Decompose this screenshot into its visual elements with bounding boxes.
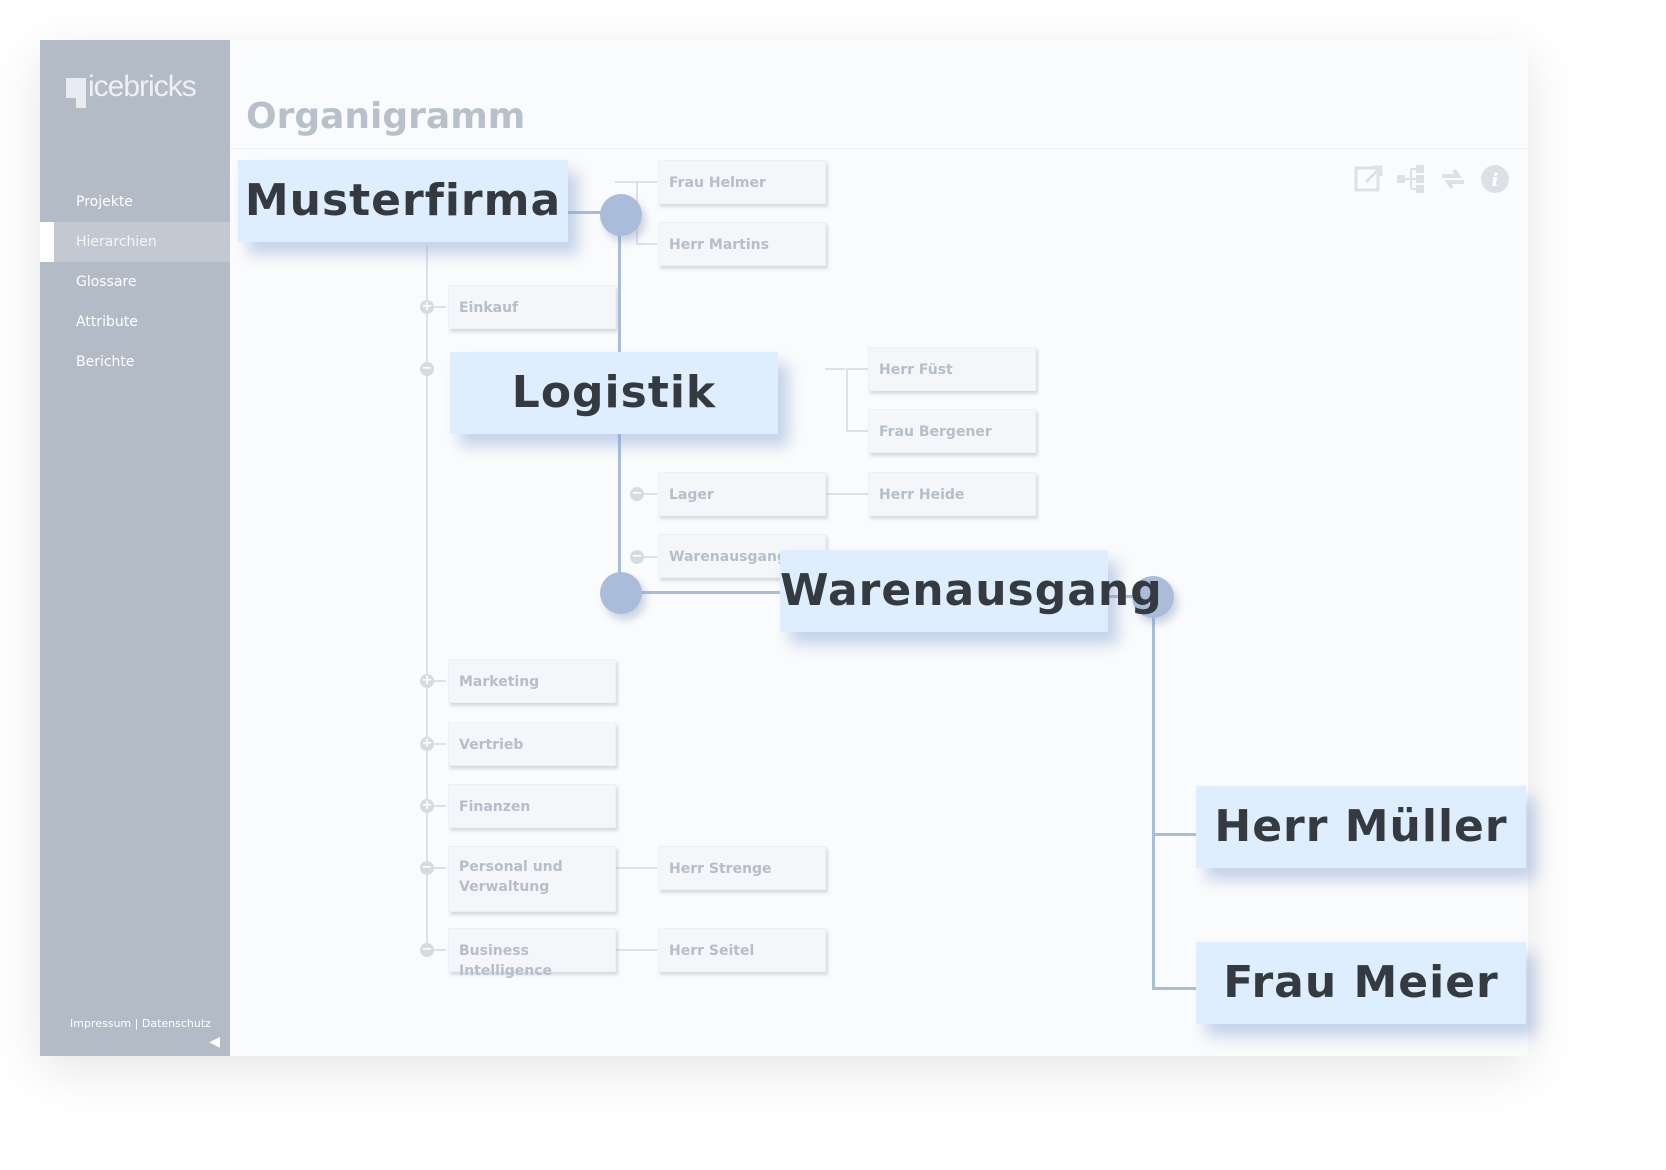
refresh-icon[interactable] bbox=[1436, 162, 1472, 198]
node-herr-heide[interactable]: Herr Heide bbox=[868, 472, 1036, 516]
node-frau-bergener[interactable]: Frau Bergener bbox=[868, 409, 1036, 453]
sidebar: icebricks Projekte Hierarchien Glossare … bbox=[40, 40, 230, 1056]
node-junction-dot bbox=[600, 194, 642, 236]
connector-line bbox=[615, 867, 657, 869]
collapse-icon[interactable]: − bbox=[420, 361, 434, 376]
expand-icon[interactable]: + bbox=[420, 736, 434, 751]
connector-line bbox=[426, 949, 446, 951]
node-vertrieb[interactable]: Vertrieb bbox=[448, 722, 616, 766]
collapse-icon[interactable]: − bbox=[630, 549, 644, 564]
expand-icon[interactable]: + bbox=[420, 798, 434, 813]
footer-separator: | bbox=[134, 1017, 139, 1030]
node-herr-fuest[interactable]: Herr Füst bbox=[868, 347, 1036, 391]
callout-herr-mueller[interactable]: Herr Müller bbox=[1196, 786, 1526, 868]
sidebar-nav: Projekte Hierarchien Glossare Attribute … bbox=[40, 182, 230, 382]
sidebar-item-berichte[interactable]: Berichte bbox=[76, 354, 135, 370]
logo-text: icebricks bbox=[88, 70, 197, 103]
callout-frau-meier[interactable]: Frau Meier bbox=[1196, 942, 1526, 1024]
svg-text:i: i bbox=[1492, 170, 1499, 191]
node-herr-strenge[interactable]: Herr Strenge bbox=[658, 846, 826, 890]
node-finanzen[interactable]: Finanzen bbox=[448, 784, 616, 828]
datenschutz-link[interactable]: Datenschutz bbox=[141, 1017, 211, 1030]
sidebar-item-projekte[interactable]: Projekte bbox=[76, 194, 133, 210]
collapse-icon[interactable]: − bbox=[420, 942, 434, 957]
callout-warenausgang[interactable]: Warenausgang bbox=[780, 550, 1162, 632]
external-link-icon[interactable] bbox=[1352, 162, 1388, 198]
collapse-icon[interactable]: − bbox=[630, 486, 644, 501]
highlight-connector bbox=[568, 211, 624, 214]
logo-mark-icon bbox=[76, 98, 86, 108]
connector-line bbox=[636, 243, 657, 245]
connector-line bbox=[426, 743, 446, 745]
impressum-link[interactable]: Impressum bbox=[70, 1017, 132, 1030]
node-marketing[interactable]: Marketing bbox=[448, 659, 616, 703]
node-herr-martins[interactable]: Herr Martins bbox=[658, 222, 826, 266]
highlight-connector bbox=[1152, 833, 1196, 836]
callout-logistik[interactable]: Logistik bbox=[450, 352, 778, 434]
title-divider bbox=[230, 148, 1528, 149]
sidebar-item-glossare[interactable]: Glossare bbox=[76, 274, 137, 290]
callout-musterfirma[interactable]: Musterfirma bbox=[238, 160, 568, 242]
connector-line bbox=[426, 680, 446, 682]
org-chart: Frau Helmer Herr Martins Einkauf Herr Fü… bbox=[40, 40, 1528, 1056]
connector-line bbox=[426, 867, 446, 869]
expand-icon[interactable]: + bbox=[420, 673, 434, 688]
node-business-intelligence[interactable]: Business Intelligence bbox=[448, 928, 616, 979]
node-personal-und-verwaltung[interactable]: Personal und Verwaltung bbox=[448, 846, 616, 912]
toolbar: i bbox=[1352, 162, 1522, 198]
connector-line bbox=[846, 430, 868, 432]
node-einkauf[interactable]: Einkauf bbox=[448, 285, 616, 329]
connector-line bbox=[426, 306, 446, 308]
connector-line bbox=[636, 493, 657, 495]
node-junction-dot bbox=[1132, 576, 1174, 618]
node-lager[interactable]: Lager bbox=[658, 472, 826, 516]
highlight-connector bbox=[620, 591, 780, 594]
connector-line bbox=[846, 368, 868, 370]
connector-line bbox=[636, 556, 657, 558]
page-title: Organigramm bbox=[246, 96, 526, 137]
node-junction-dot bbox=[600, 572, 642, 614]
connector-line bbox=[825, 493, 868, 495]
connector-line bbox=[825, 368, 845, 370]
connector-line bbox=[426, 805, 446, 807]
connector-line bbox=[846, 368, 848, 432]
sidebar-item-hierarchien[interactable]: Hierarchien bbox=[40, 222, 230, 262]
node-frau-helmer[interactable]: Frau Helmer bbox=[658, 160, 826, 204]
expand-icon[interactable]: + bbox=[420, 299, 434, 314]
hierarchy-icon[interactable] bbox=[1394, 162, 1430, 198]
connector-line bbox=[615, 949, 657, 951]
highlight-connector bbox=[1152, 987, 1196, 990]
collapse-sidebar-icon[interactable]: ◀ bbox=[209, 1034, 220, 1050]
logo-mark-icon bbox=[66, 78, 86, 98]
sidebar-item-attribute[interactable]: Attribute bbox=[76, 314, 138, 330]
node-herr-seitel[interactable]: Herr Seitel bbox=[658, 928, 826, 972]
connector-line bbox=[426, 246, 428, 950]
app-window: icebricks Projekte Hierarchien Glossare … bbox=[40, 40, 1528, 1056]
highlight-connector bbox=[1108, 595, 1152, 598]
footer-links: Impressum | Datenschutz bbox=[70, 1017, 211, 1030]
collapse-icon[interactable]: − bbox=[420, 860, 434, 875]
highlight-connector bbox=[1152, 596, 1155, 990]
info-icon[interactable]: i bbox=[1478, 162, 1514, 198]
